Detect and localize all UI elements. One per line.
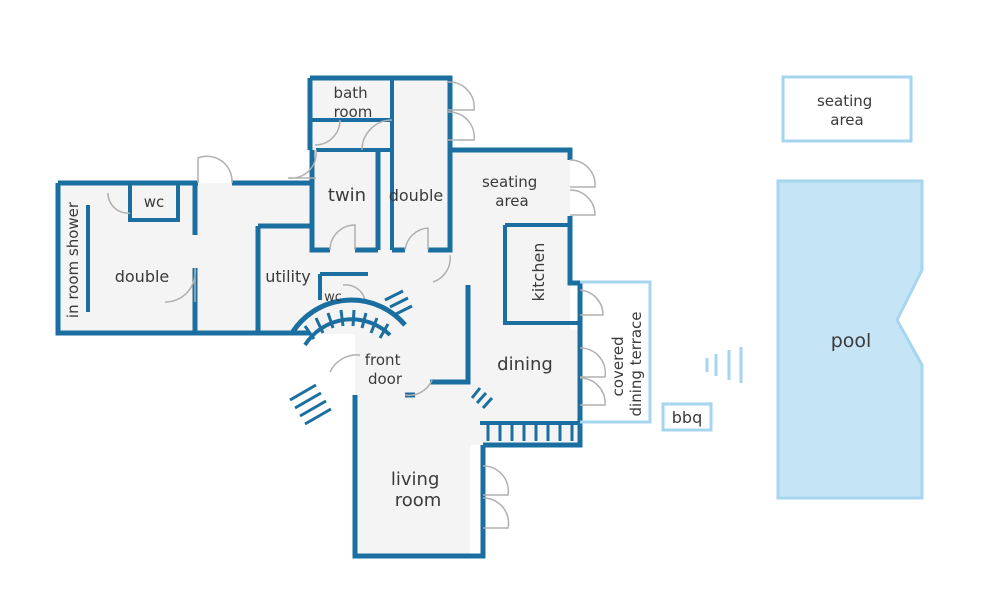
- bath-room-label: bath room: [334, 84, 373, 121]
- double-upper-label: double: [389, 186, 444, 205]
- wc-center-label: wc: [324, 290, 342, 305]
- kitchen-label: kitchen: [529, 243, 548, 302]
- in-room-shower-label: in room shower: [64, 201, 82, 318]
- pool-steps: [705, 347, 743, 383]
- living-room-label: living room: [391, 469, 445, 511]
- bbq-box: [661, 402, 713, 432]
- doors: [107, 81, 607, 529]
- covered-terrace-outline: [580, 280, 652, 424]
- outdoor-seating-label: seating area: [817, 92, 877, 129]
- pool-label: pool: [831, 330, 872, 352]
- bbq-label: bbq: [672, 408, 702, 427]
- front-steps: [289, 289, 580, 441]
- seating-area-label: seating area: [482, 173, 542, 210]
- utility-label: utility: [265, 267, 311, 286]
- front-door-label: front door: [365, 351, 405, 388]
- twin-label: twin: [328, 185, 366, 206]
- wc-left-label: wc: [144, 193, 165, 211]
- outdoor-labels: seating area pool bbq: [672, 92, 877, 427]
- pool: [776, 179, 924, 500]
- floor-fills: [58, 78, 580, 556]
- outdoor-seating-area: [781, 75, 913, 143]
- walls: [55, 75, 583, 559]
- dining-label: dining: [497, 354, 553, 375]
- covered-dining-terrace-label: covered dining terrace: [609, 311, 645, 416]
- double-left-label: double: [115, 267, 170, 286]
- room-labels: bath room twin double seating area wc in…: [64, 84, 645, 511]
